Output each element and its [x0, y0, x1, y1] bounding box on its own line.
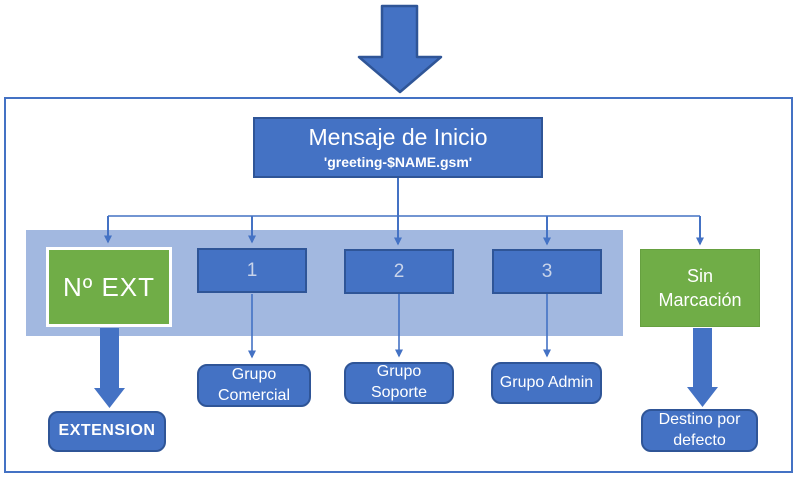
- destination-extension-node: EXTENSION: [48, 411, 166, 452]
- option-ext-node: Nº EXT: [46, 247, 172, 327]
- start-node-title: Mensaje de Inicio: [308, 124, 488, 151]
- option-2-node: 2: [344, 249, 454, 294]
- option-no-dial-node: Sin Marcación: [640, 249, 760, 327]
- start-node: Mensaje de Inicio 'greeting-$NAME.gsm': [253, 117, 543, 178]
- down-block-arrow-icon: [357, 4, 443, 94]
- destination-comercial-label: Grupo Comercial: [217, 365, 290, 404]
- option-1-label: 1: [246, 259, 258, 281]
- start-node-subtitle: 'greeting-$NAME.gsm': [323, 153, 473, 170]
- destination-default-node: Destino por defecto: [641, 409, 758, 452]
- destination-admin-label: Grupo Admin: [499, 373, 594, 391]
- destination-extension-label: EXTENSION: [58, 422, 156, 440]
- option-2-label: 2: [393, 260, 405, 282]
- destination-admin-node: Grupo Admin: [491, 362, 602, 404]
- option-3-node: 3: [492, 249, 602, 294]
- destination-soporte-node: Grupo Soporte: [344, 362, 454, 404]
- diagram-frame: [4, 97, 793, 473]
- destination-soporte-label: Grupo Soporte: [370, 363, 428, 401]
- destination-comercial-node: Grupo Comercial: [197, 364, 311, 407]
- option-no-dial-label: Sin Marcación: [658, 265, 742, 310]
- destination-default-label: Destino por defecto: [658, 410, 741, 449]
- option-3-label: 3: [541, 260, 553, 282]
- option-1-node: 1: [197, 248, 307, 293]
- option-ext-label: Nº EXT: [62, 271, 156, 302]
